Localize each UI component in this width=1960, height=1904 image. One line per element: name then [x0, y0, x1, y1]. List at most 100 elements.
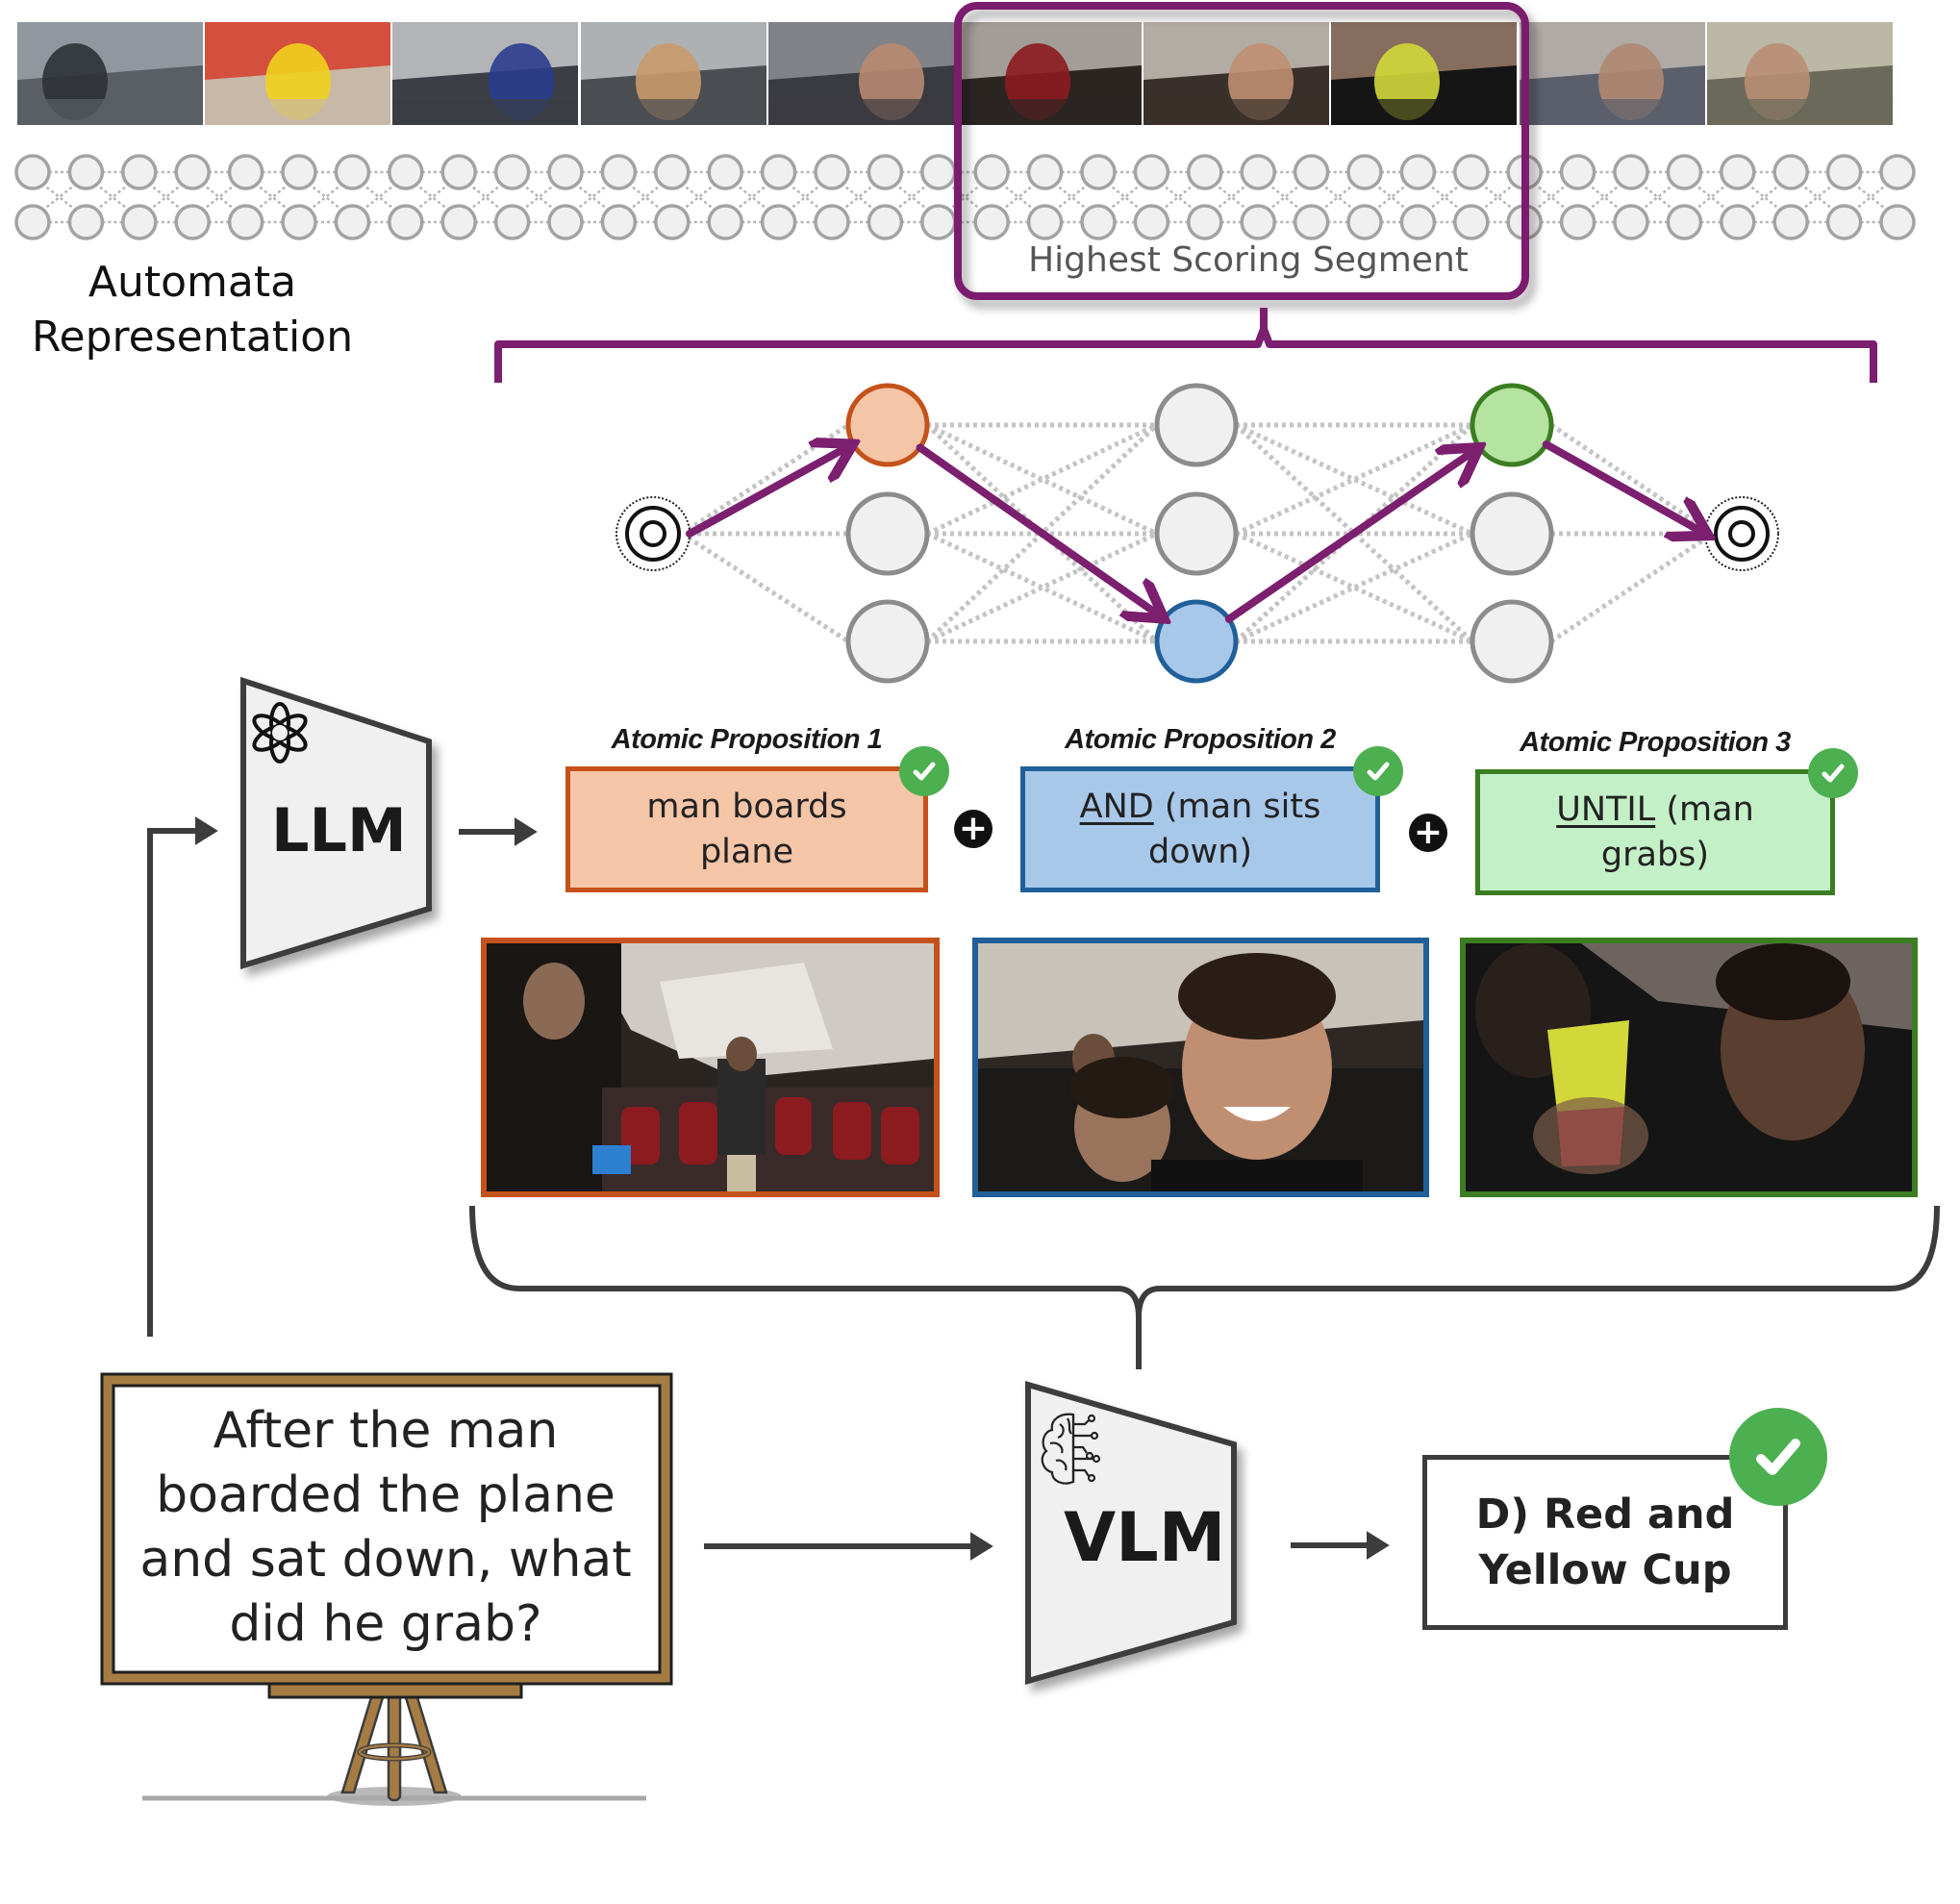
frame-node [121, 204, 158, 240]
frame-node [814, 204, 850, 240]
question-to-llm-arrow [147, 816, 218, 1337]
and-operator: AND [1079, 787, 1154, 826]
automaton-state [845, 599, 930, 684]
frame-node [920, 154, 957, 190]
frame-node [174, 204, 211, 240]
until-operator: UNTIL [1556, 789, 1656, 829]
frame-node [334, 154, 371, 190]
plus-icon: + [1409, 814, 1447, 852]
lattice-edge [415, 183, 450, 212]
lattice-edge [1693, 183, 1729, 212]
lattice-edge [627, 183, 664, 212]
highest-scoring-path-arrow [1224, 449, 1476, 623]
automaton-transition [1549, 422, 1715, 537]
plus-icon: + [954, 810, 993, 848]
frame-node [1293, 154, 1330, 190]
frame-node [14, 154, 51, 190]
frame-node [547, 154, 584, 190]
automaton-state [1154, 383, 1239, 467]
lattice-edge [94, 183, 131, 212]
lattice-edge [41, 183, 78, 212]
frame-node [493, 154, 531, 190]
proposition-1-line-1: man boards [646, 787, 847, 826]
frame-node [1293, 204, 1330, 240]
lattice-edge [1533, 183, 1570, 212]
evidence-frame-man-sits-down [972, 938, 1429, 1197]
lattice-edge [947, 183, 983, 212]
frame-node [121, 154, 158, 190]
automaton-graph [616, 383, 1779, 684]
evidence-frame-man-boards-plane [481, 938, 940, 1197]
lattice-edge [1000, 183, 1037, 212]
question-line-4: did he grab? [229, 1595, 542, 1653]
frame-node [920, 204, 957, 240]
video-frame-man-cabin-door [1706, 22, 1893, 125]
automaton-accept-state [1704, 496, 1779, 571]
frame-node [1080, 154, 1117, 190]
lattice-edge [893, 183, 930, 212]
answer-correct-check-icon [1729, 1408, 1827, 1506]
evidence-frame-man-grabs-cup [1460, 938, 1918, 1197]
atomic-proposition-1-title: Atomic Proposition 1 [611, 724, 883, 755]
frame-node [867, 154, 904, 190]
video-frame-airport-entrance-glass [17, 22, 203, 125]
frame-node [281, 204, 317, 240]
lattice-edge [361, 183, 397, 212]
lattice-edge [1746, 183, 1782, 212]
video-frame-man-walkway [767, 22, 954, 125]
segment-expansion-bracket [494, 308, 1877, 383]
lattice-edge [201, 183, 238, 212]
vlm-label: VLM [1064, 1498, 1226, 1577]
video-frame-cabin-aisle [956, 22, 1142, 125]
proposition-2-check-icon [1353, 746, 1403, 796]
frame-node [1080, 204, 1117, 240]
frame-node [1026, 154, 1064, 190]
automaton-state-active [1154, 599, 1239, 684]
frame-node [1133, 204, 1170, 240]
frame-node [67, 154, 105, 190]
video-frame-man-holding-cup [1331, 22, 1518, 125]
lattice-edge [1053, 183, 1090, 212]
frame-node [1613, 154, 1649, 190]
automata-representation-label: Automata Representation [29, 255, 356, 364]
lattice-edge [1426, 183, 1463, 212]
lattice-edge [787, 183, 823, 212]
automaton-state [1470, 599, 1554, 684]
proposition-3-line-2: grabs) [1600, 835, 1710, 874]
lattice-edge [1693, 183, 1729, 212]
lattice-edge [520, 183, 557, 212]
frame-node [1559, 204, 1596, 240]
llm-label: LLM [271, 795, 407, 865]
lattice-edge [893, 183, 930, 212]
lattice-edge [1640, 183, 1676, 212]
automaton-transition [925, 531, 1159, 644]
video-frame-men-walking-terminal [392, 22, 579, 125]
lattice-edge [1053, 183, 1090, 212]
lattice-edge [1214, 183, 1249, 212]
automata-label-line-1: Automata [88, 258, 297, 307]
frame-node [388, 204, 424, 240]
atomic-proposition-2-box: AND (man sits down) [1020, 766, 1380, 892]
frame-node [1240, 154, 1276, 190]
atomic-proposition-1-box: man boards plane [565, 766, 928, 892]
frame-node [867, 204, 904, 240]
video-frame-man-smiling-airport-sign [205, 22, 391, 125]
lattice-edge [1480, 183, 1516, 212]
frame-node [1399, 204, 1437, 240]
answer-line-2: Yellow Cup [1478, 1546, 1732, 1594]
automaton-transition [925, 423, 1159, 643]
highest-scoring-segment-label: Highest Scoring Segment [1028, 240, 1469, 280]
frame-node [227, 204, 264, 240]
frame-node [334, 204, 371, 240]
lattice-edge [1586, 183, 1622, 212]
frame-node [1720, 204, 1756, 240]
video-frame-man-seated-smiling [1143, 22, 1330, 125]
frame-node [760, 154, 797, 190]
atomic-proposition-3-title: Atomic Proposition 3 [1520, 727, 1791, 758]
lattice-edge [841, 183, 877, 212]
openai-logo-icon [252, 702, 308, 764]
lattice-edge [1319, 183, 1356, 212]
lattice-edge [1480, 183, 1516, 212]
lattice-edge [947, 183, 983, 212]
